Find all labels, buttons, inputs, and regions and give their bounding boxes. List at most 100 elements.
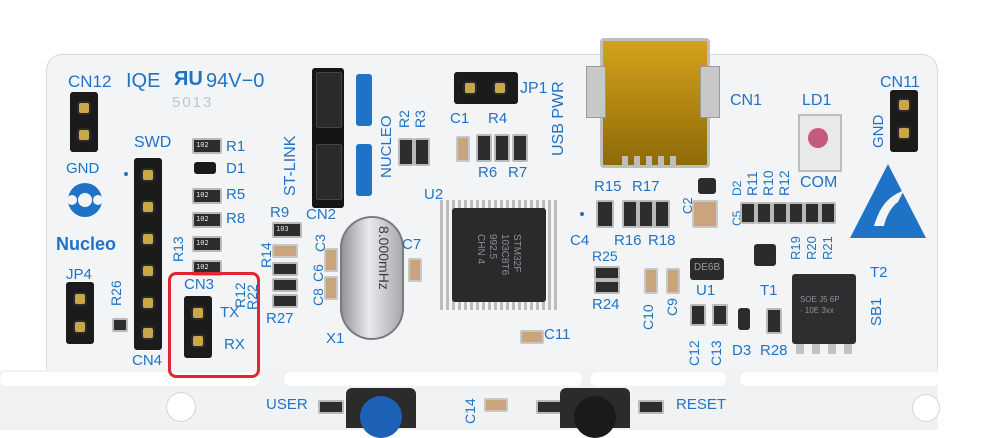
t2-pins-bottom	[796, 344, 852, 354]
label-c11: C11	[544, 326, 571, 343]
label-ld1: LD1	[802, 92, 832, 109]
label-c9: C9	[664, 298, 680, 316]
label-r12-left: R12	[232, 282, 248, 308]
silk-pad	[356, 74, 372, 126]
capacitor-c9	[666, 268, 680, 294]
label-r7: R7	[508, 164, 528, 181]
label-jp4: JP4	[66, 266, 92, 283]
label-c14: C14	[462, 398, 478, 424]
capacitor-c10	[644, 268, 658, 294]
ic-t2: SOE J5 6P · 10E 3xx	[792, 274, 856, 344]
resistor-r2	[398, 138, 414, 166]
user-button-cap[interactable]	[360, 396, 402, 438]
label-nucleo-vert: NUCLEO	[378, 115, 395, 178]
label-u1: U1	[696, 282, 716, 299]
user-button[interactable]	[346, 388, 416, 438]
resistor-r4	[476, 134, 492, 162]
resistor	[318, 400, 344, 414]
label-com: COM	[800, 174, 838, 191]
resistor	[622, 200, 638, 228]
label-c1: C1	[450, 110, 470, 127]
pin1-marker	[124, 172, 128, 176]
silk-pad	[356, 144, 372, 196]
resistor	[712, 304, 728, 326]
pin	[75, 322, 85, 332]
pin	[143, 202, 153, 212]
label-r17: R17	[632, 178, 660, 195]
resistor	[638, 400, 664, 414]
header-cn4-swd	[134, 158, 162, 350]
label-r27: R27	[266, 310, 294, 327]
resistor-r5: 102	[192, 188, 222, 204]
header-jp4	[66, 282, 94, 344]
reset-button[interactable]	[560, 388, 630, 438]
label-swd: SWD	[134, 134, 172, 151]
label-nucleo: Nucleo	[56, 234, 117, 254]
label-r6: R6	[478, 164, 498, 181]
usb-connector-cn1	[600, 38, 710, 168]
capacitor	[272, 244, 298, 258]
board-slot-2	[590, 372, 726, 386]
label-r18: R18	[648, 232, 676, 249]
capacitor	[692, 200, 718, 228]
capacitor-c11	[520, 330, 544, 344]
resistor	[756, 202, 772, 224]
label-st-link: ST-LINK	[282, 135, 299, 196]
pin	[899, 128, 909, 138]
pin	[75, 294, 85, 304]
u1-marking: DE6B	[694, 262, 721, 273]
label-user: USER	[266, 396, 308, 413]
label-r5: R5	[226, 186, 246, 203]
label-r12: R12	[776, 170, 792, 196]
label-r19: R19	[788, 236, 803, 260]
nucleo-logo-icon	[64, 180, 106, 220]
label-r28: R28	[760, 342, 788, 359]
label-r15: R15	[594, 178, 622, 195]
label-r8: R8	[226, 210, 246, 227]
header-cn12	[70, 92, 98, 152]
label-jp1: JP1	[520, 80, 548, 97]
mcu-marking: STM32F 103C8T6 992.5 CHN 4	[475, 234, 522, 276]
resistor-r28	[766, 308, 782, 334]
capacitor	[324, 248, 338, 272]
label-gnd-left: GND	[66, 160, 100, 177]
resistor-r7	[512, 134, 528, 162]
label-cn2: CN2	[306, 206, 337, 223]
label-cn1: CN1	[730, 92, 763, 109]
resistor: 102	[192, 236, 222, 252]
label-reset: RESET	[676, 396, 727, 413]
label-c13: C13	[708, 340, 724, 366]
resistor-r3	[414, 138, 430, 166]
pin	[465, 83, 475, 93]
resistor-r6	[494, 134, 510, 162]
crystal-x1	[340, 216, 404, 340]
label-rx: RX	[224, 336, 245, 353]
pin	[899, 100, 909, 110]
label-d1: D1	[226, 160, 246, 177]
resistor-r24	[594, 280, 620, 294]
label-c12: C12	[686, 340, 702, 366]
resistor	[272, 294, 298, 308]
label-r2: R2	[396, 110, 412, 128]
transistor	[754, 244, 776, 266]
label-d3: D3	[732, 342, 752, 359]
label-cn4: CN4	[132, 352, 163, 369]
resistor	[638, 200, 654, 228]
led-ld1	[798, 114, 842, 172]
label-u2: U2	[424, 186, 444, 203]
label-c4: C4	[570, 232, 590, 249]
reset-button-cap[interactable]	[574, 396, 616, 438]
label-r1: R1	[226, 138, 246, 155]
esd-warning-icon	[846, 160, 930, 244]
label-r11: R11	[744, 171, 760, 196]
pin-tx	[193, 308, 203, 318]
label-t2: T2	[870, 264, 888, 281]
capacitor	[324, 276, 338, 300]
label-r13: R13	[170, 236, 186, 262]
label-cn3: CN3	[184, 276, 215, 293]
jumper-cap	[316, 144, 342, 200]
pin	[143, 298, 153, 308]
mounting-hole-left	[166, 392, 196, 422]
pin	[143, 328, 153, 338]
resistor	[536, 400, 562, 414]
